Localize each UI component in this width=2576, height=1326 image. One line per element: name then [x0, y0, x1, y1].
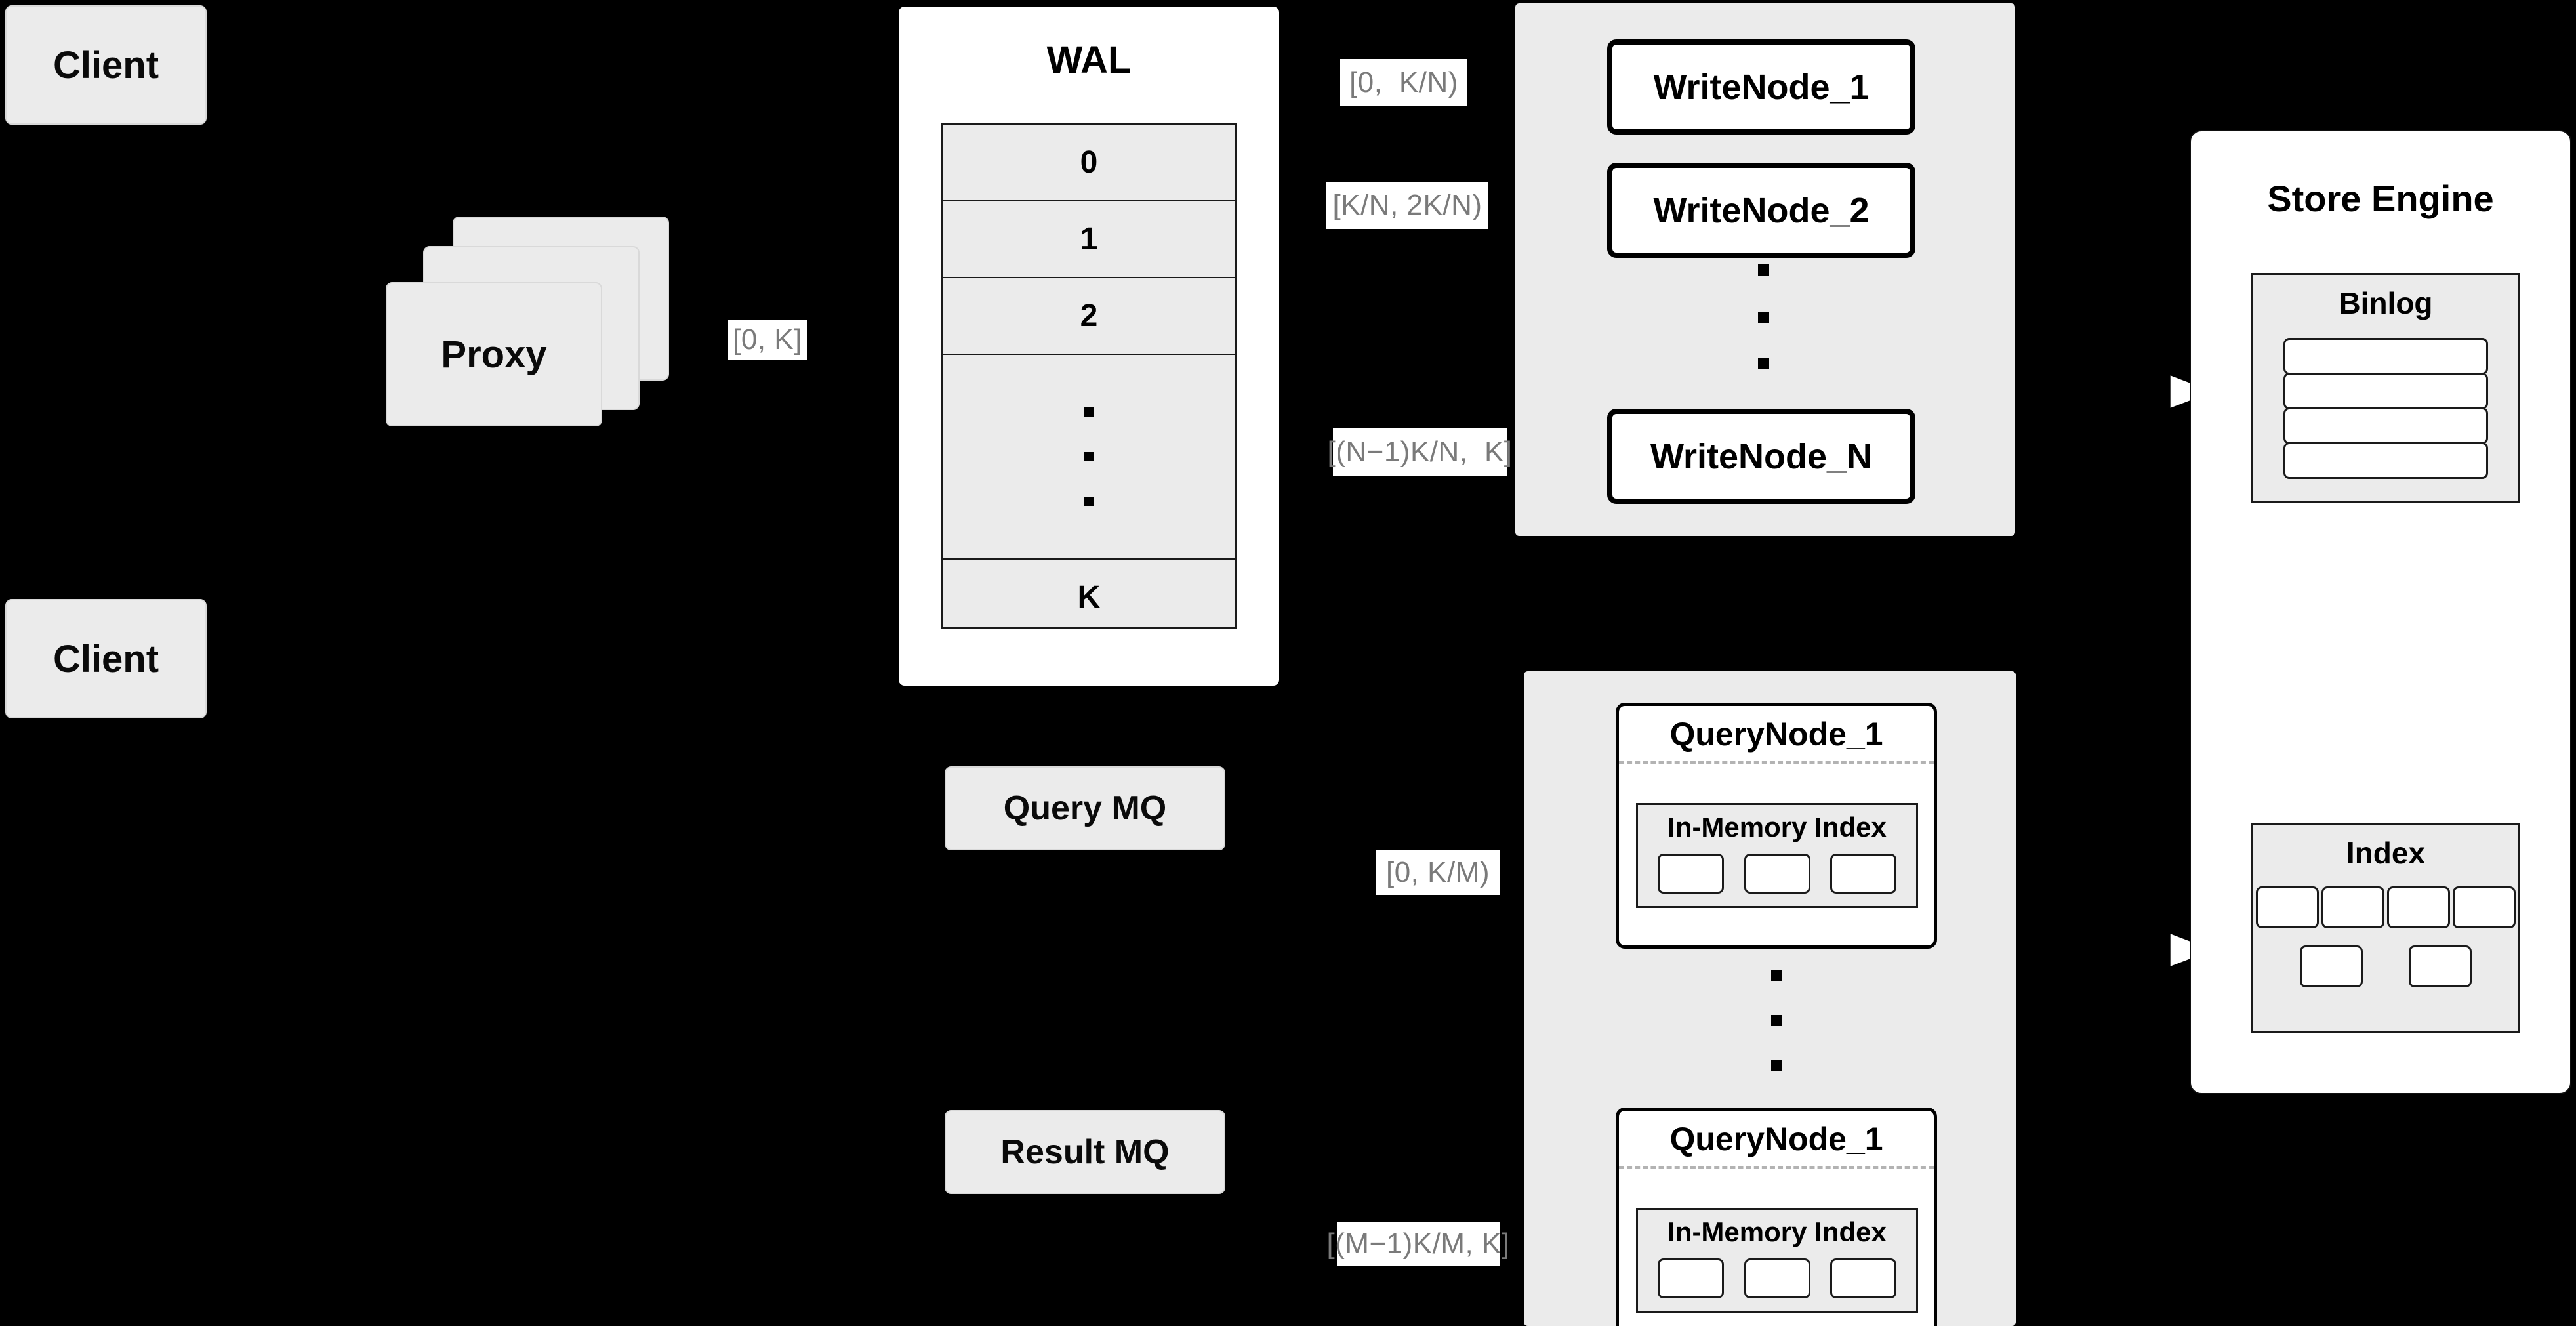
- write-node-2[interactable]: WriteNode_2: [1607, 163, 1915, 258]
- write-node-label: WriteNode_N: [1650, 436, 1873, 476]
- index-slot[interactable]: [2256, 886, 2319, 928]
- wal-container: WAL 0 1 2 K: [895, 3, 1282, 689]
- wal-table: 0 1 2 K: [941, 123, 1237, 629]
- store-engine-title: Store Engine: [2267, 178, 2494, 219]
- query-node-1[interactable]: QueryNode_1 In-Memory Index: [1616, 703, 1937, 949]
- index-slot[interactable]: [2453, 886, 2516, 928]
- index-slot[interactable]: [1830, 1258, 1896, 1298]
- wal-row[interactable]: 1: [943, 201, 1235, 278]
- binlog-row[interactable]: [2283, 373, 2488, 409]
- edge-label-mq-to-querynode-1: [0, K/M): [1376, 850, 1500, 895]
- index-slot[interactable]: [1658, 1258, 1725, 1298]
- wal-row-ellipsis: [943, 355, 1235, 560]
- query-node-divider: [1619, 1166, 1934, 1169]
- index-slot[interactable]: [1744, 854, 1810, 894]
- write-node-1[interactable]: WriteNode_1: [1607, 39, 1915, 135]
- write-node-label: WriteNode_1: [1653, 67, 1870, 107]
- binlog-title: Binlog: [2339, 286, 2433, 320]
- binlog-row[interactable]: [2283, 338, 2488, 375]
- edge-label-proxy-to-wal: [0, K]: [728, 320, 807, 360]
- write-node-label: WriteNode_2: [1653, 190, 1870, 230]
- write-node-group: WriteNode_1 WriteNode_2 WriteNode_N: [1515, 3, 2015, 536]
- query-mq-label: Query MQ: [1003, 789, 1167, 827]
- binlog-row[interactable]: [2283, 442, 2488, 479]
- query-node-label: QueryNode_1: [1669, 1121, 1883, 1157]
- edge-label-wal-to-writenode-n: [(N−1)K/N, K]: [1327, 428, 1512, 476]
- query-node-m[interactable]: QueryNode_1 In-Memory Index: [1616, 1108, 1937, 1326]
- write-node-n[interactable]: WriteNode_N: [1607, 409, 1915, 504]
- write-node-vertical-ellipsis-icon: [1757, 264, 1770, 369]
- index-slot[interactable]: [2409, 945, 2472, 987]
- in-memory-index-title: In-Memory Index: [1667, 1216, 1887, 1247]
- in-memory-index-title: In-Memory Index: [1667, 812, 1887, 842]
- in-memory-index-panel: In-Memory Index: [1636, 1208, 1918, 1313]
- client-label: Client: [52, 43, 159, 87]
- binlog-row[interactable]: [2283, 407, 2488, 444]
- wal-row[interactable]: 0: [943, 125, 1235, 201]
- index-slot[interactable]: [1658, 854, 1725, 894]
- proxy-box[interactable]: Proxy: [386, 282, 602, 426]
- index-slot[interactable]: [2299, 945, 2363, 987]
- wal-title: WAL: [1046, 39, 1132, 81]
- edge-label-mq-to-querynode-m: [(M−1)K/M, K]: [1326, 1222, 1509, 1266]
- query-node-vertical-ellipsis-icon: [1770, 970, 1783, 1071]
- index-slot[interactable]: [1744, 1258, 1810, 1298]
- query-node-divider: [1619, 761, 1934, 764]
- query-node-label: QueryNode_1: [1669, 716, 1883, 753]
- binlog-panel: Binlog: [2251, 273, 2520, 503]
- index-slot[interactable]: [2321, 886, 2384, 928]
- query-mq-box[interactable]: Query MQ: [945, 766, 1225, 850]
- edge-label-wal-to-writenode-1: [0, K/N): [1340, 59, 1467, 106]
- edge-label-wal-to-writenode-2: [K/N, 2K/N): [1326, 182, 1488, 229]
- wal-row[interactable]: K: [1077, 580, 1101, 615]
- result-mq-label: Result MQ: [1000, 1133, 1170, 1171]
- client-box-1[interactable]: Client: [5, 5, 207, 125]
- index-title: Index: [2346, 836, 2426, 870]
- wal-row[interactable]: 2: [943, 278, 1235, 355]
- query-node-group: QueryNode_1 In-Memory Index QueryNode_1 …: [1524, 671, 2016, 1326]
- vertical-ellipsis-icon: [1084, 407, 1094, 506]
- client-box-2[interactable]: Client: [5, 599, 207, 718]
- index-panel: Index: [2251, 823, 2520, 1033]
- result-mq-box[interactable]: Result MQ: [945, 1110, 1225, 1194]
- store-engine-container: Store Engine Binlog Index: [2190, 130, 2571, 1094]
- index-slot[interactable]: [2387, 886, 2450, 928]
- index-slot[interactable]: [1830, 854, 1896, 894]
- proxy-label: Proxy: [441, 333, 547, 376]
- client-label: Client: [52, 637, 159, 680]
- in-memory-index-panel: In-Memory Index: [1636, 803, 1918, 908]
